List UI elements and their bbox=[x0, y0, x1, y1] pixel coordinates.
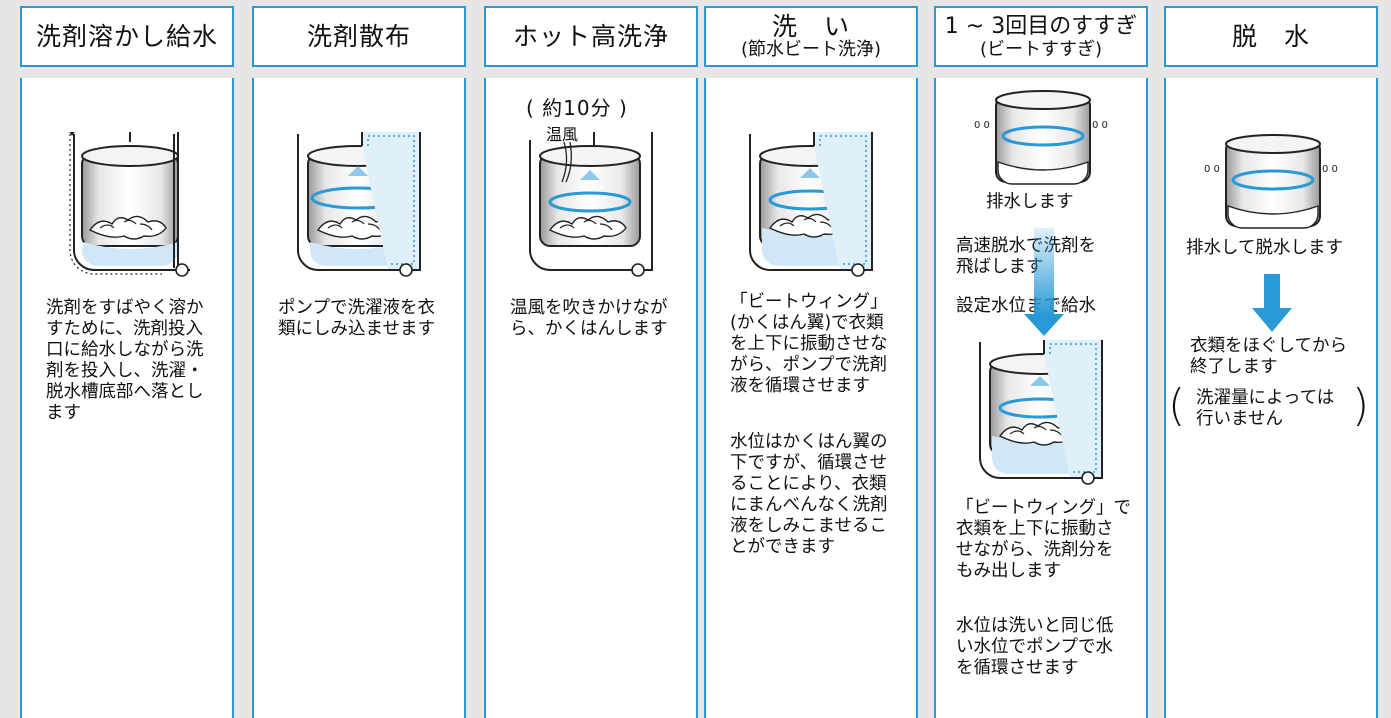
svg-text:0 0: 0 0 bbox=[1322, 164, 1338, 175]
duration-label: ( 約10分 ) bbox=[526, 96, 628, 120]
step-high-speed-spin: 高速脱水で洗剤を 飛ばします bbox=[956, 236, 1096, 277]
note-paren-open: ( bbox=[1168, 380, 1186, 431]
washer-tub-illustration bbox=[979, 340, 1103, 485]
step-description: 洗剤をすばやく溶か すために、洗剤投入 口に給水しながら洗 剤を投入し、洗濯・ … bbox=[46, 298, 204, 423]
washer-tub-illustration bbox=[297, 132, 421, 277]
column-subtitle: (節水ビート洗浄) bbox=[740, 39, 882, 60]
step-loosen-clothes: 衣類をほぐしてから 終了します bbox=[1190, 336, 1347, 377]
note-paren-close: ) bbox=[1352, 380, 1370, 431]
column-body: 0 0 0 0 排水します 高速脱水で洗剤を 飛ばします 設定水位まで給水 「ビ… bbox=[934, 78, 1148, 718]
column-body: ( 約10分 ) 温風 温風を吹きかけなが ら、かくはんします bbox=[484, 78, 698, 718]
column-detergent-dissolve: 洗剤溶かし給水 洗剤をすばやく溶か すために、洗剤投入 口に給水しながら洗 剤を… bbox=[20, 6, 234, 718]
washer-tub-illustration bbox=[749, 132, 873, 277]
step-note: 洗濯量によっては 行いません bbox=[1196, 388, 1335, 429]
column-spin-dry: 脱 水 0 0 0 0 排水して脱水します 衣類をほぐしてから 終了します ( … bbox=[1164, 6, 1378, 718]
step-fill-water: 設定水位まで給水 bbox=[956, 296, 1096, 316]
column-header: ホット高洗浄 bbox=[484, 6, 698, 67]
svg-text:0 0: 0 0 bbox=[974, 120, 990, 131]
column-subtitle: (ビートすすぎ) bbox=[979, 39, 1103, 60]
column-detergent-spray: 洗剤散布 ポンプで洗濯液を衣 類にしみ込ませます bbox=[252, 6, 466, 718]
column-body: 0 0 0 0 排水して脱水します 衣類をほぐしてから 終了します ( 洗濯量に… bbox=[1164, 78, 1378, 718]
step-description: ポンプで洗濯液を衣 類にしみ込ませます bbox=[278, 298, 435, 339]
column-header: 洗剤溶かし給水 bbox=[20, 6, 234, 67]
column-rinse: 1 ~ 3回目のすすぎ (ビートすすぎ) 0 0 0 0 排水します 高速脱水で… bbox=[934, 6, 1148, 718]
step-note: 水位はかくはん翼の 下ですが、循環させ ることにより、衣類 にまんべんなく洗剤 … bbox=[730, 432, 888, 557]
column-title: 洗 い bbox=[771, 12, 850, 41]
spin-tub-illustration: 0 0 0 0 bbox=[1204, 134, 1338, 229]
step-drain: 排水します bbox=[986, 192, 1074, 212]
column-title: 脱 水 bbox=[1231, 22, 1310, 51]
column-title: 1 ~ 3回目のすすぎ bbox=[944, 14, 1138, 39]
step-drain-spin: 排水して脱水します bbox=[1186, 238, 1343, 258]
column-header: 洗 い (節水ビート洗浄) bbox=[704, 6, 918, 67]
svg-text:0 0: 0 0 bbox=[1204, 164, 1220, 175]
column-header: 脱 水 bbox=[1164, 6, 1378, 67]
spin-tub-illustration: 0 0 0 0 bbox=[974, 90, 1108, 185]
column-title: 洗剤溶かし給水 bbox=[35, 22, 218, 51]
process-flow-arrow bbox=[1024, 228, 1064, 336]
column-wash: 洗 い (節水ビート洗浄) 「ビートウィング」 (かくはん翼)で衣類 を上下に振… bbox=[704, 6, 918, 718]
washer-tub-illustration bbox=[529, 132, 653, 277]
column-body: 「ビートウィング」 (かくはん翼)で衣類 を上下に振動させな がら、ポンプで洗剤… bbox=[704, 78, 918, 718]
column-hot-wash: ホット高洗浄 ( 約10分 ) 温風 温風を吹きかけなが ら、かくはんします bbox=[484, 6, 698, 718]
column-title: ホット高洗浄 bbox=[512, 22, 669, 51]
step-description: 「ビートウィング」 (かくはん翼)で衣類 を上下に振動させな がら、ポンプで洗剤… bbox=[730, 292, 888, 396]
column-header: 1 ~ 3回目のすすぎ (ビートすすぎ) bbox=[934, 6, 1148, 67]
step-note: 水位は洗いと同じ低 い水位でポンプで水 を循環させます bbox=[956, 616, 1114, 678]
column-title: 洗剤散布 bbox=[306, 22, 411, 51]
column-header: 洗剤散布 bbox=[252, 6, 466, 67]
washer-tub-illustration bbox=[69, 132, 190, 277]
column-body: 洗剤をすばやく溶か すために、洗剤投入 口に給水しながら洗 剤を投入し、洗濯・ … bbox=[20, 78, 234, 718]
step-description: 「ビートウィング」で 衣類を上下に振動さ せながら、洗剤分を もみ出します bbox=[956, 498, 1131, 581]
warm-air-label: 温風 bbox=[546, 125, 579, 144]
column-body: ポンプで洗濯液を衣 類にしみ込ませます bbox=[252, 78, 466, 718]
step-description: 温風を吹きかけなが ら、かくはんします bbox=[510, 298, 668, 339]
svg-text:0 0: 0 0 bbox=[1092, 120, 1108, 131]
process-flow-arrow bbox=[1252, 274, 1292, 332]
